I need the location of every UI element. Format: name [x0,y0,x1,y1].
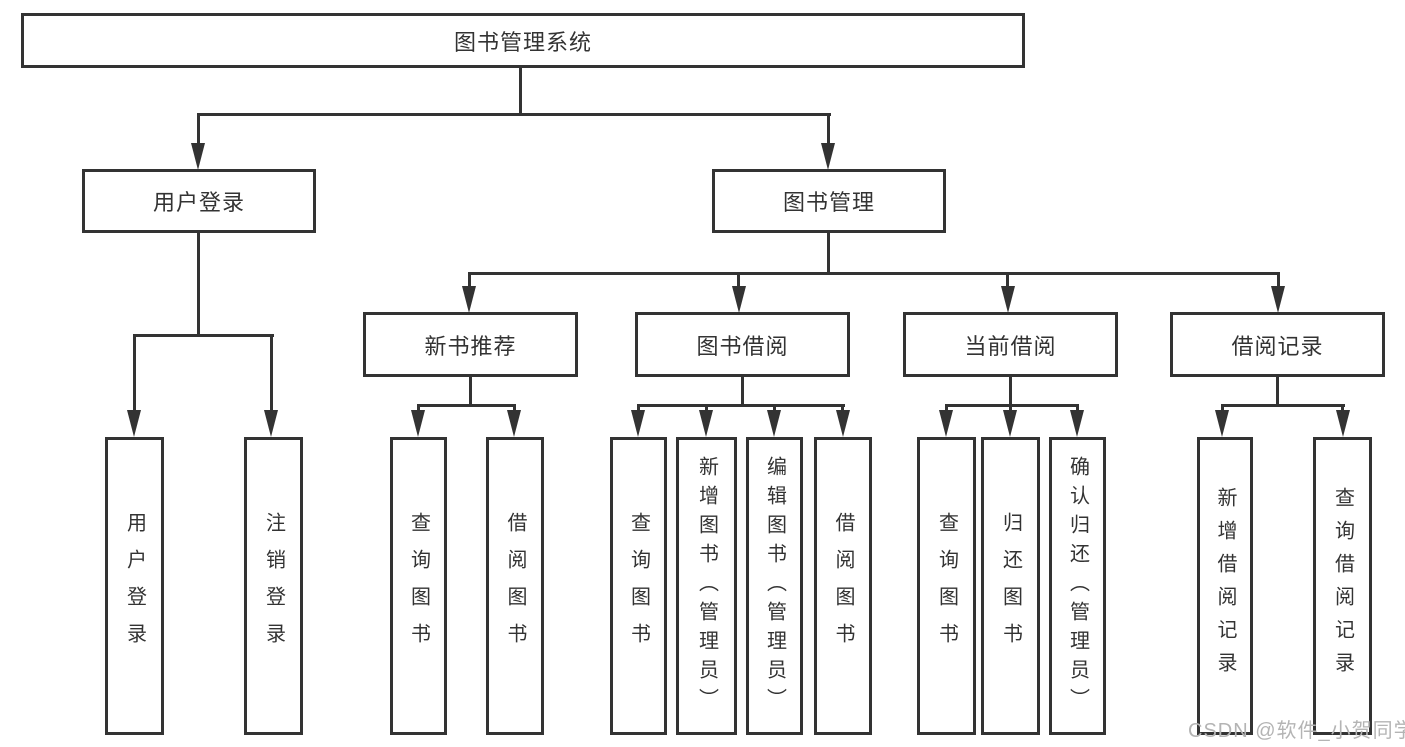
leaf-borrow-books-recommend: 借阅图书 [486,437,544,735]
node-book-borrow: 图书借阅 [635,312,850,377]
leaf-logout: 注销登录 [244,437,303,735]
leaf-label: 确认归还（管理员） [1066,455,1089,717]
edge-borrow-records-branch [1221,404,1345,407]
leaf-query-books-borrow: 查询图书 [610,437,667,735]
leaf-label: 查询图书 [935,512,958,660]
node-label: 图书管理系统 [453,29,592,55]
leaf-label: 注销登录 [262,512,285,660]
edge-to-book-borrow [737,272,740,289]
leaf-confirm-return-admin: 确认归还（管理员） [1049,437,1106,735]
arrow-down-icon [1001,286,1015,313]
leaf-label: 归还图书 [999,512,1022,660]
node-user-login: 用户登录 [82,169,316,233]
edge-to-leaf-logout [270,334,273,411]
edge-to-leaf-user-login [133,334,136,411]
leaf-label: 新增借阅记录 [1214,487,1236,685]
arrow-down-icon [1003,410,1017,437]
edge-leaf-shaft [945,404,948,412]
edge-root-branch [197,113,831,116]
leaf-label: 查询借阅记录 [1331,487,1354,685]
leaf-query-borrow-record: 查询借阅记录 [1313,437,1372,735]
edge-to-current-borrow [1006,272,1009,289]
arrow-down-icon [821,143,835,170]
arrow-down-icon [264,410,278,437]
arrow-down-icon [1215,410,1229,437]
arrow-down-icon [191,143,205,170]
arrow-down-icon [732,286,746,313]
edge-root-stem [519,68,522,115]
edge-leaf-shaft [773,404,776,412]
edge-leaf-shaft [417,404,420,412]
edge-current-borrow-branch [945,404,1079,407]
edge-book-mgmt-stem [827,233,830,274]
edge-leaf-shaft [1221,404,1224,412]
arrow-down-icon [1070,410,1084,437]
edge-user-login-branch [133,334,274,337]
leaf-borrow-books: 借阅图书 [814,437,872,735]
leaf-label: 用户登录 [123,512,146,660]
edge-to-borrow-records [1277,272,1280,289]
arrow-down-icon [1336,410,1350,437]
leaf-label: 借阅图书 [504,512,526,660]
edge-current-borrow-stem [1009,377,1012,406]
leaf-label: 借阅图书 [832,512,854,660]
edge-root-to-user-login [197,113,200,146]
arrow-down-icon [507,410,521,437]
edge-root-to-book-mgmt [827,113,830,146]
node-book-management: 图书管理 [712,169,946,233]
node-borrow-records: 借阅记录 [1170,312,1385,377]
edge-book-borrow-stem [741,377,744,406]
edge-leaf-shaft [1009,404,1012,412]
node-label: 用户登录 [152,190,245,215]
leaf-add-borrow-record: 新增借阅记录 [1197,437,1253,735]
leaf-label: 查询图书 [407,512,430,660]
node-new-book-recommend: 新书推荐 [363,312,578,377]
arrow-down-icon [411,410,425,437]
arrow-down-icon [127,410,141,437]
leaf-query-books-current: 查询图书 [917,437,976,735]
leaf-return-books: 归还图书 [981,437,1040,735]
edge-leaf-shaft [1341,404,1344,412]
arrow-down-icon [631,410,645,437]
node-label: 图书管理 [782,190,875,215]
node-current-borrow: 当前借阅 [903,312,1118,377]
arrow-down-icon [462,286,476,313]
arrow-down-icon [939,410,953,437]
node-label: 图书借阅 [696,333,789,359]
edge-leaf-shaft [841,404,844,412]
leaf-edit-books-admin: 编辑图书（管理员） [746,437,803,735]
csdn-watermark: CSDN @软件_小贺同学 [1188,720,1405,742]
edge-leaf-shaft [705,404,708,412]
leaf-label: 编辑图书（管理员） [763,455,786,717]
edge-recommend-stem [469,377,472,406]
edge-recommend-branch [417,404,516,407]
edge-book-mgmt-branch [468,272,1280,275]
arrow-down-icon [1271,286,1285,313]
arrow-down-icon [699,410,713,437]
leaf-label: 新增图书（管理员） [695,455,718,717]
node-root-library-system: 图书管理系统 [21,13,1025,68]
edge-leaf-shaft [513,404,516,412]
arrow-down-icon [767,410,781,437]
leaf-label: 查询图书 [627,512,650,660]
node-label: 新书推荐 [424,333,517,359]
edge-leaf-shaft [637,404,640,412]
edge-book-borrow-branch [637,404,845,407]
node-label: 借阅记录 [1231,333,1324,359]
leaf-add-books-admin: 新增图书（管理员） [676,437,737,735]
node-label: 当前借阅 [964,333,1057,359]
edge-borrow-records-stem [1276,377,1279,406]
leaf-query-books-recommend: 查询图书 [390,437,447,735]
edge-leaf-shaft [1076,404,1079,412]
leaf-user-login: 用户登录 [105,437,164,735]
edge-user-login-stem [197,233,200,336]
arrow-down-icon [836,410,850,437]
edge-to-new-book-recommend [468,272,471,289]
